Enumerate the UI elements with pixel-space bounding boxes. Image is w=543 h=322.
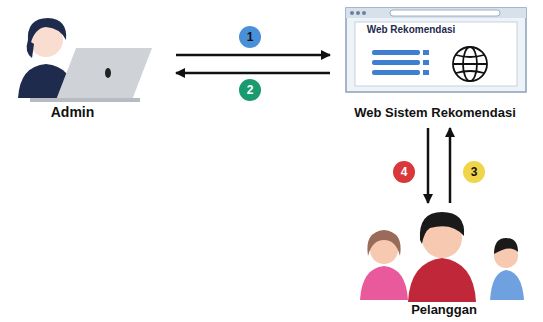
admin-figure (18, 18, 152, 102)
flow-arrow (427, 128, 430, 203)
node-box: Web RekomendasiWeb Sistem Rekomendasi (330, 4, 540, 124)
customer-figures (360, 212, 524, 302)
node-label: Pelanggan (350, 302, 538, 317)
node-label: Admin (0, 104, 145, 120)
step-number: 3 (463, 161, 485, 183)
step-number: 2 (239, 79, 261, 101)
step-number: 1 (239, 26, 261, 48)
step-number: 4 (393, 161, 415, 183)
node-box: Pelanggan (350, 205, 538, 318)
flow-arrow (176, 72, 330, 75)
window-title: Web Rekomendasi (356, 24, 466, 35)
flow-arrow (176, 54, 330, 57)
flow-arrow (449, 128, 452, 203)
browser-window (346, 8, 526, 92)
node-label: Web Sistem Rekomendasi (330, 105, 540, 120)
node-box: Admin (0, 0, 176, 124)
